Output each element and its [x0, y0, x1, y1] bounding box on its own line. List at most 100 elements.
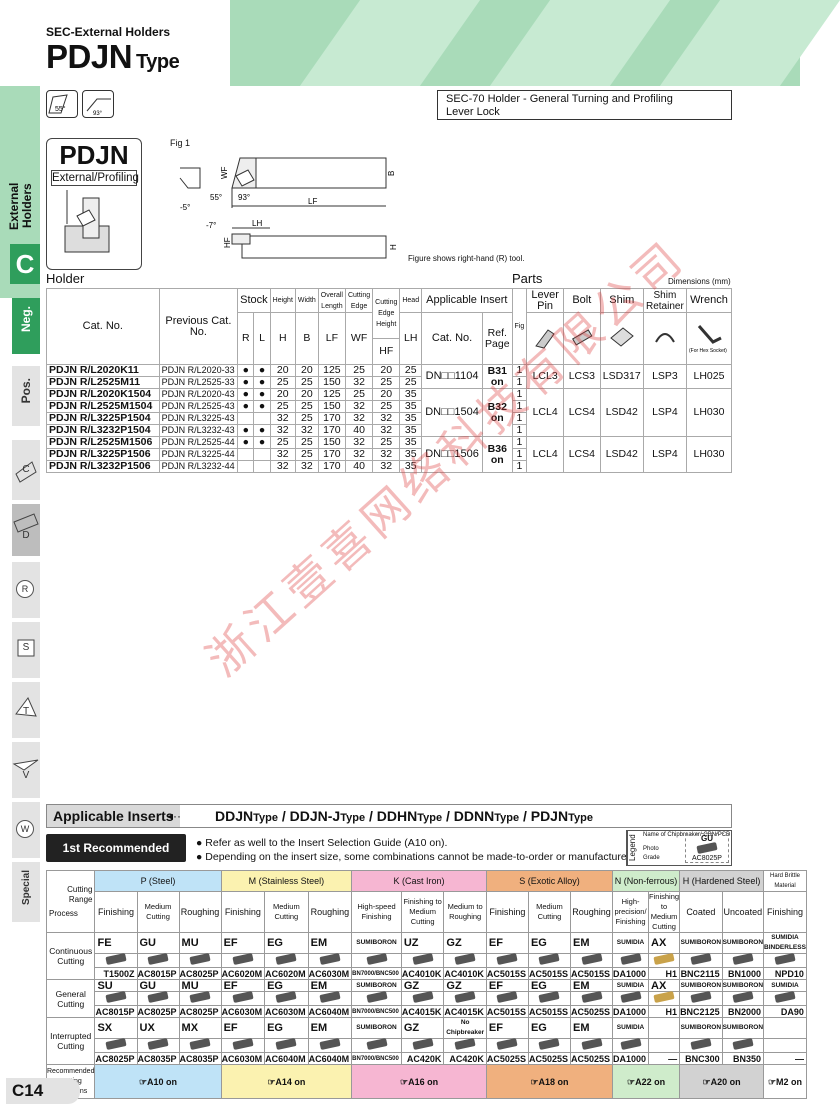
shim-retainer-icon — [642, 312, 687, 365]
wf-cell: 40 — [344, 460, 374, 473]
insert-code: SUMIDIA BINDERLESS — [763, 932, 807, 954]
svg-text:(For Hex Socket): (For Hex Socket) — [689, 348, 727, 354]
process-col: High-precision/ Finishing — [612, 891, 650, 933]
svg-text:LH: LH — [252, 219, 262, 228]
condition-link[interactable]: ☞A16 on — [351, 1064, 487, 1099]
b-cell: 25 — [294, 436, 319, 449]
condition-link[interactable]: ☞A22 on — [612, 1064, 681, 1099]
insert-code: EM — [569, 979, 614, 992]
insert-code: SX — [94, 1017, 138, 1039]
insert-photo — [527, 991, 571, 1006]
tab-s[interactable]: S — [12, 622, 40, 678]
tab-w[interactable]: W — [12, 802, 40, 858]
process-col: Roughing — [569, 891, 614, 933]
insert-grade: BNC2115 — [679, 967, 723, 980]
insert-photo — [307, 953, 353, 968]
insert-photo — [400, 991, 445, 1006]
bolt-cell: LCS4 — [562, 388, 601, 437]
insert-photo-icon — [653, 953, 675, 965]
process-col: Finishing to Medium Cutting — [648, 891, 681, 933]
shim-cell: LSD42 — [599, 388, 644, 437]
insert-photo — [351, 1038, 402, 1053]
tab-pos[interactable]: Pos. — [12, 366, 40, 426]
insert-grade: BN350 — [721, 1052, 765, 1065]
r-cell — [237, 448, 255, 461]
insert-code: EG — [264, 932, 309, 954]
wf-cell: 32 — [344, 376, 374, 389]
insert-code: SUMIBORON — [351, 932, 402, 954]
lf-cell: 150 — [317, 436, 346, 449]
insert-photo-icon — [412, 953, 434, 965]
process-col: Finishing — [763, 891, 807, 933]
insert-code: EM — [307, 979, 353, 992]
condition-link[interactable]: ☞A20 on — [679, 1064, 765, 1099]
lh-cell: 35 — [399, 448, 423, 461]
insert-grade: AC8035P — [136, 1052, 180, 1065]
tab-r[interactable]: R — [12, 562, 40, 618]
svg-text:-5°: -5° — [180, 203, 190, 212]
insert-code: GU — [136, 932, 180, 954]
hf-cell: 20 — [372, 388, 401, 401]
process-col: Finishing — [220, 891, 266, 933]
tab-d[interactable]: D — [12, 504, 40, 556]
insert-code: GU — [136, 979, 180, 992]
fig-cell: 1 — [511, 388, 528, 401]
tab-t[interactable]: T — [12, 682, 40, 738]
h-cell: 32 — [269, 424, 296, 437]
insert-photo-icon — [147, 953, 169, 965]
cutting-type-label: Continuous Cutting — [45, 932, 96, 980]
insert-type-suffix: Type — [568, 812, 593, 824]
insert-photo-icon — [454, 991, 476, 1003]
hf-cell: 20 — [372, 364, 401, 377]
condition-link[interactable]: ☞A18 on — [485, 1064, 614, 1099]
lh-cell: 25 — [399, 364, 423, 377]
insert-photo — [178, 991, 222, 1006]
insert-code: SUMIBORON — [721, 932, 765, 954]
wf-cell: 32 — [344, 436, 374, 449]
s-shape-icon — [17, 639, 35, 657]
insert-code: SUMIBORON — [679, 1017, 723, 1039]
insert-photo — [94, 1038, 138, 1053]
condition-link[interactable]: ☞M2 on — [763, 1064, 807, 1099]
prev-cat-cell: PDJN R/L2525-43 — [158, 400, 239, 413]
wf-cell: 25 — [344, 364, 374, 377]
svg-text:WF: WF — [220, 166, 229, 179]
insert-table: Cutting Range Process P (Steel)M (Stainl… — [45, 870, 807, 1099]
insert-photo — [264, 991, 309, 1006]
wf-cell: 40 — [344, 424, 374, 437]
h-cell: 25 — [269, 400, 296, 413]
insert-grade: AC6020M — [220, 967, 266, 980]
fig-cell: 1 — [511, 424, 528, 437]
insert-photo — [94, 953, 138, 968]
insert-grade: AC4010K — [400, 967, 445, 980]
insert-photo — [612, 991, 650, 1006]
tab-v[interactable]: V — [12, 742, 40, 798]
h-cell: 20 — [269, 364, 296, 377]
insert-photo-icon — [412, 1038, 434, 1050]
insert-photo — [569, 1038, 614, 1053]
insert-grade: AC5025S — [485, 1052, 529, 1065]
tab-c[interactable]: C — [12, 440, 40, 500]
svg-text:HF: HF — [223, 237, 232, 248]
l-cell — [253, 460, 271, 473]
insert-photo-icon — [538, 953, 561, 965]
r-cell: ● — [237, 424, 255, 437]
tab-special[interactable]: Special — [12, 862, 40, 922]
ref-cell: B36 on — [482, 436, 513, 473]
r-cell: ● — [237, 388, 255, 401]
r-cell: ● — [237, 376, 255, 389]
insert-photo — [264, 953, 309, 968]
d-shape-icon — [13, 513, 39, 533]
c-shape-icon — [15, 461, 37, 483]
applicable-insert-types: DDJNType / DDJN-JType / DDHNType / DDNNT… — [215, 808, 593, 824]
insert-photo-icon — [105, 1038, 127, 1050]
condition-link[interactable]: ☞A10 on — [94, 1064, 222, 1099]
cat-no-cell: PDJN R/L2020K11 — [46, 364, 160, 377]
process-col: Finishing to Medium Cutting — [400, 891, 445, 933]
tab-neg[interactable]: Neg. — [12, 298, 40, 354]
insert-code: EF — [220, 932, 266, 954]
insert-photo-icon — [232, 991, 254, 1003]
insert-photo-icon — [105, 953, 127, 965]
material-group: S (Exotic Alloy) — [485, 870, 614, 892]
condition-link[interactable]: ☞A14 on — [220, 1064, 353, 1099]
